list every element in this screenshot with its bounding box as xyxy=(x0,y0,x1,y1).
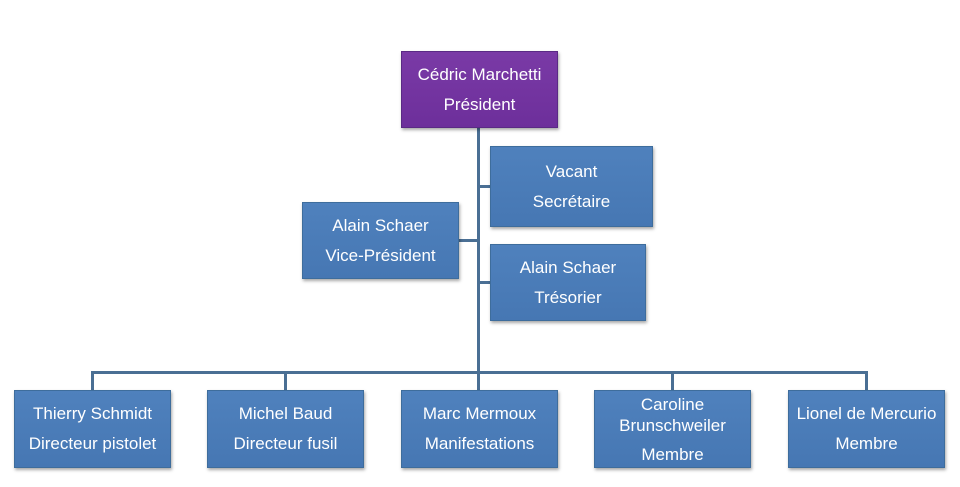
connector-member-3 xyxy=(477,371,480,390)
node-role: Directeur pistolet xyxy=(28,434,157,453)
node-role: Président xyxy=(443,94,516,114)
connector-secretaire xyxy=(479,185,491,188)
node-name: Alain Schaer xyxy=(519,257,617,277)
connector-tresorier xyxy=(479,281,491,284)
node-vice-president: Alain Schaer Vice-Président xyxy=(302,202,459,279)
node-role: Trésorier xyxy=(534,287,602,307)
node-member-4: Caroline Brunschweiler Membre xyxy=(594,390,751,468)
node-role: Secrétaire xyxy=(532,191,611,211)
connector-member-2 xyxy=(284,371,287,390)
node-name: Thierry Schmidt xyxy=(32,404,153,423)
node-president: Cédric Marchetti Président xyxy=(401,51,558,128)
node-member-1: Thierry Schmidt Directeur pistolet xyxy=(14,390,171,468)
node-secretaire: Vacant Secrétaire xyxy=(490,146,653,227)
node-role: Directeur fusil xyxy=(233,434,338,453)
node-name: Marc Mermoux xyxy=(422,404,537,423)
node-member-5: Lionel de Mercurio Membre xyxy=(788,390,945,468)
node-name: Cédric Marchetti xyxy=(417,64,542,84)
connector-vice-president xyxy=(458,239,479,242)
node-role: Membre xyxy=(835,434,898,453)
node-role: Vice-Président xyxy=(325,245,436,265)
connector-member-4 xyxy=(671,371,674,390)
connector-member-5 xyxy=(865,371,868,390)
node-role: Manifestations xyxy=(424,434,535,453)
connector-member-1 xyxy=(91,371,94,390)
node-tresorier: Alain Schaer Trésorier xyxy=(490,244,646,321)
node-name: Vacant xyxy=(545,161,598,181)
connector-trunk xyxy=(477,127,480,389)
node-name: Lionel de Mercurio xyxy=(796,404,937,423)
node-name: Caroline Brunschweiler xyxy=(619,394,726,435)
node-role: Membre xyxy=(641,444,704,464)
node-member-2: Michel Baud Directeur fusil xyxy=(207,390,364,468)
node-name: Alain Schaer xyxy=(332,215,429,235)
node-name: Michel Baud xyxy=(238,404,333,423)
node-member-3: Marc Mermoux Manifestations xyxy=(401,390,558,468)
